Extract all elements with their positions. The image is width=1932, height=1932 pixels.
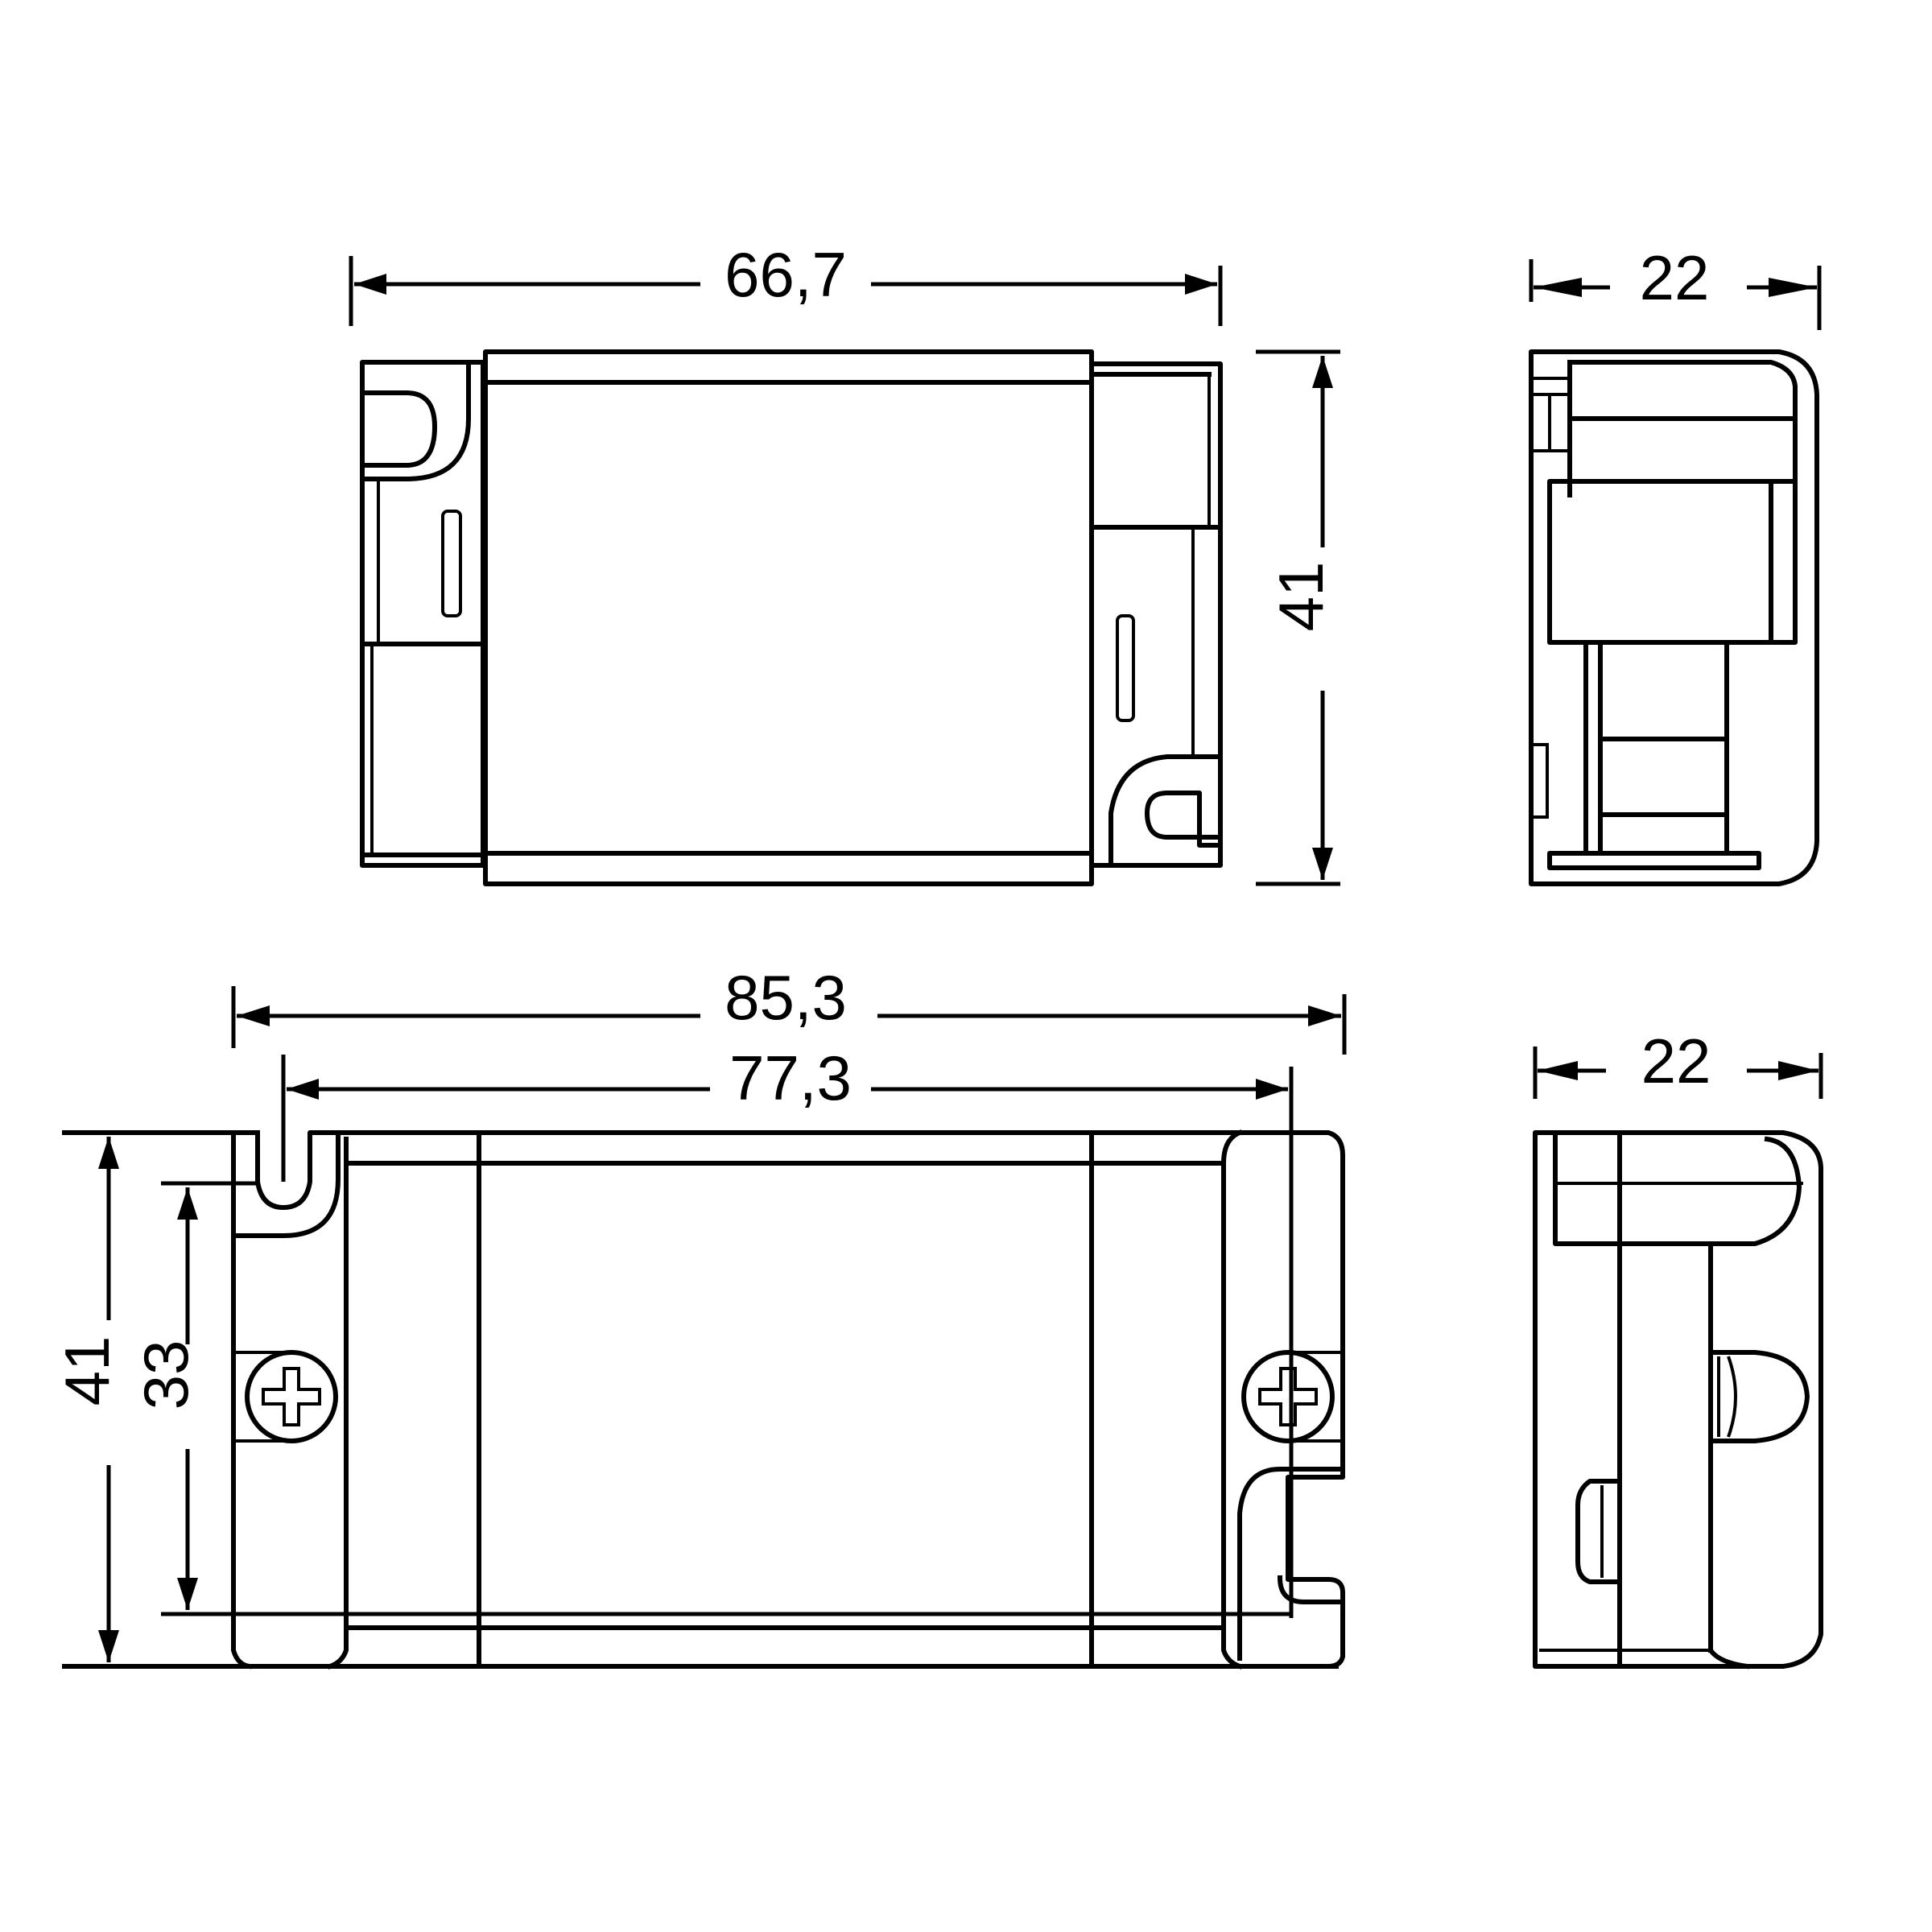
dimension-height-41-top: 41 [1256,349,1340,886]
label-41-top: 41 [1265,562,1336,632]
label-41-front: 41 [52,1336,122,1406]
dimension-width-85-3: 85,3 [231,962,1347,1055]
top-view: 66,7 41 [349,239,1340,886]
label-66-7: 66,7 [724,239,847,310]
dimension-height-41-front: 41 [52,1137,122,1662]
screw-left-icon [233,1350,338,1443]
front-view: 85,3 77,3 [52,962,1347,1670]
dimension-width-66-7: 66,7 [349,239,1223,326]
dimension-spacing-77-3: 77,3 [281,1042,1294,1618]
dimension-height-33: 33 [130,1181,1291,1616]
screw-right-icon [1241,1350,1343,1443]
label-85-3: 85,3 [724,962,847,1033]
label-22-top: 22 [1640,242,1710,313]
label-33: 33 [130,1340,201,1410]
label-22-front: 22 [1641,1026,1711,1096]
label-77-3: 77,3 [729,1042,852,1113]
front-side-view: 22 [1533,1026,1823,1670]
top-side-view: 22 [1529,242,1822,886]
dimension-width-22-front: 22 [1533,1026,1823,1099]
dimension-width-22-top: 22 [1529,242,1822,330]
